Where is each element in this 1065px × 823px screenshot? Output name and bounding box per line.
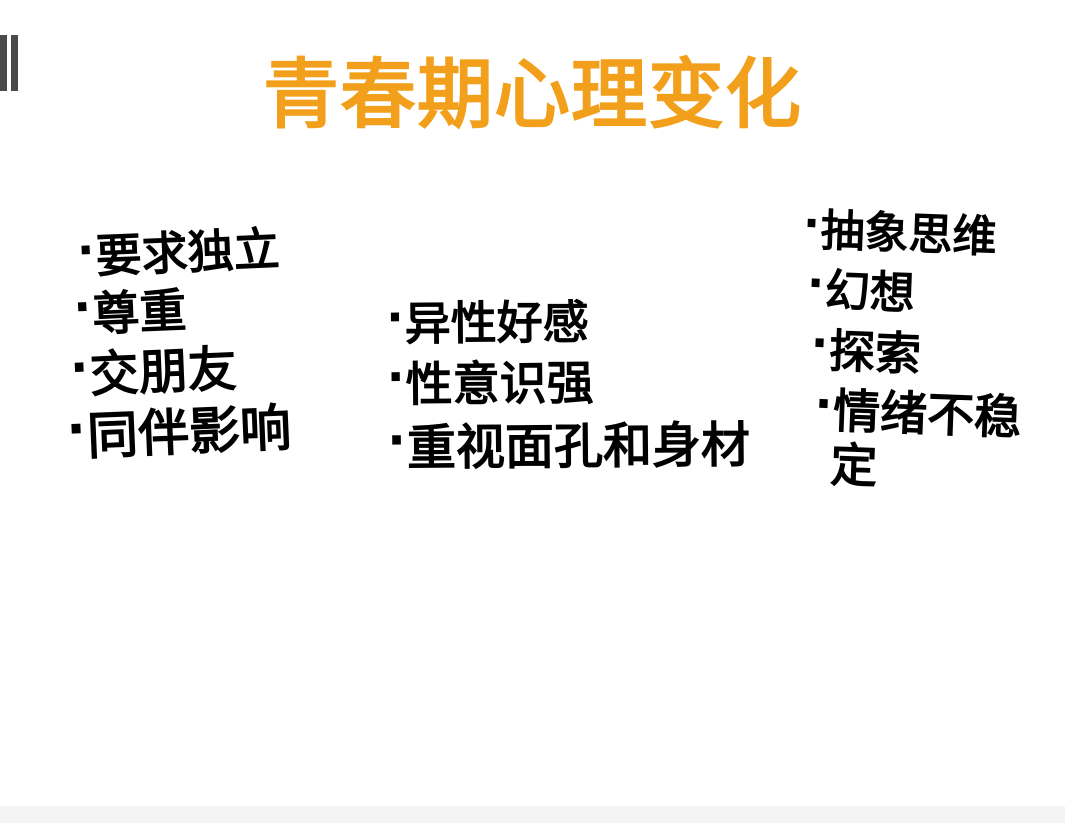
bullet-dot-icon: · <box>65 399 88 460</box>
bullet-dot-icon: · <box>802 198 821 250</box>
page-title: 青春期心理变化 <box>263 50 802 139</box>
list-item: ·异性好感 <box>385 289 749 352</box>
slide-canvas: 青春期心理变化 ·要求独立 ·尊重 ·交朋友 ·同伴影响 ·异性好感 ·性意识强… <box>0 35 1029 496</box>
autonomy-column: ·要求独立 ·尊重 ·交朋友 ·同伴影响 <box>58 219 292 468</box>
corner-bar-1 <box>0 35 7 91</box>
sexuality-column: ·异性好感 ·性意识强 ·重视面孔和身材 <box>385 289 751 480</box>
list-item-label: 重视面孔和身材 <box>406 416 751 477</box>
bullet-dot-icon: · <box>813 376 834 432</box>
list-item-label: 探索 <box>828 323 922 381</box>
list-item: ·抽象思维 <box>802 198 1029 264</box>
bullet-dot-icon: · <box>75 222 96 278</box>
bullet-dot-icon: · <box>68 338 90 397</box>
bullet-dot-icon: · <box>386 350 405 406</box>
list-item: ·交朋友 <box>63 334 290 404</box>
list-item: ·重视面孔和身材 <box>387 411 751 477</box>
bullet-dot-icon: · <box>387 411 407 469</box>
bullet-dot-icon: · <box>385 289 404 344</box>
list-item: ·性意识强 <box>386 350 750 413</box>
list-item-label: 要求独立 <box>94 222 281 284</box>
bottom-strip <box>0 806 1065 823</box>
list-item-continuation: 定 <box>829 438 879 495</box>
list-item: ·探索 <box>798 315 1025 381</box>
corner-bars-decoration <box>0 35 20 91</box>
list-item-label: 性意识强 <box>405 356 594 413</box>
list-item: ·幻想 <box>800 256 1027 321</box>
cognition-column: ·抽象思维 ·幻想 ·探索 ·情绪不稳 定 <box>794 198 1029 496</box>
list-item-label: 异性好感 <box>404 295 589 352</box>
bullet-dot-icon: · <box>72 280 93 336</box>
list-item-label: 情绪不稳 <box>832 384 1023 447</box>
list-item-label: 尊重 <box>91 283 188 343</box>
list-item-label: 同伴影响 <box>85 399 293 467</box>
list-item: ·同伴影响 <box>65 395 293 467</box>
list-item: ·要求独立 <box>58 219 284 284</box>
list-item-label: 抽象思维 <box>819 205 998 264</box>
bullet-dot-icon: · <box>809 315 830 371</box>
list-item-label: 交朋友 <box>88 340 238 404</box>
bullet-dot-icon: · <box>806 256 826 310</box>
list-item-label: 幻想 <box>823 264 916 321</box>
corner-bar-2 <box>11 35 18 91</box>
list-item: ·尊重 <box>60 276 286 343</box>
list-item: ·情绪不稳 <box>795 376 1023 447</box>
